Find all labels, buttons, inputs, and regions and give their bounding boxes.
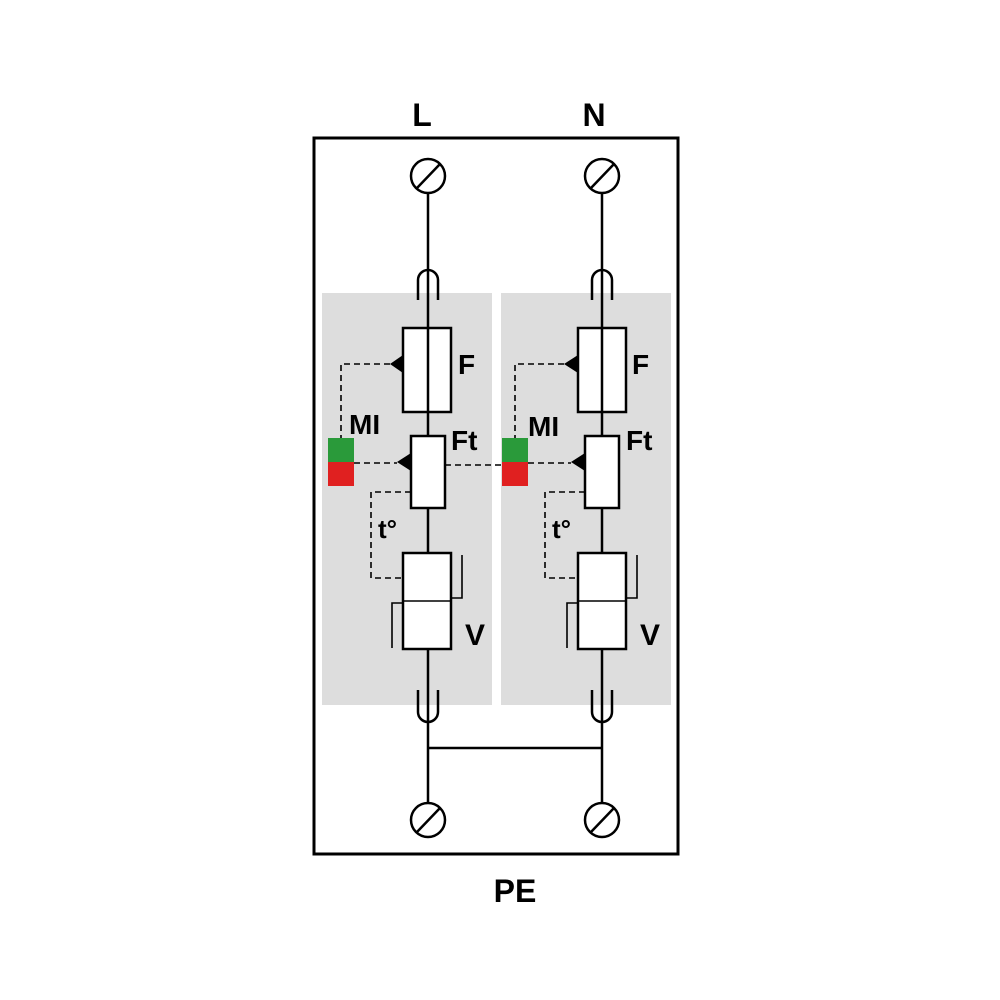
module-right: F MI Ft t° V xyxy=(502,157,660,839)
fuse-trip-marker-right xyxy=(564,355,578,373)
plug-contact-bottom-left xyxy=(416,690,440,724)
fuse-label-left: F xyxy=(458,349,475,380)
indicator-label-left: MI xyxy=(349,409,380,440)
screw-terminal-top-left xyxy=(409,157,447,195)
terminal-label-n: N xyxy=(582,97,605,133)
fuse-trip-marker-left xyxy=(390,355,403,373)
thermal-link-left xyxy=(370,491,411,579)
thermal-label-right: t° xyxy=(552,514,571,544)
status-indicator-ok-left xyxy=(328,438,354,462)
varistor-label-left: V xyxy=(465,619,485,652)
thermal-fuse-ft-right xyxy=(583,434,621,510)
thermal-label-left: t° xyxy=(378,514,397,544)
module-left: F MI Ft t° V xyxy=(328,157,485,839)
varistor-curve-right-upper xyxy=(626,555,638,599)
terminal-label-l: L xyxy=(412,97,432,133)
status-indicator-ok-right xyxy=(502,438,528,462)
thermal-fuse-label-right: Ft xyxy=(626,425,652,456)
thermal-fuse-label-left: Ft xyxy=(451,425,477,456)
thermal-fuse-ft-left xyxy=(409,434,447,510)
varistor-label-right: V xyxy=(640,619,660,652)
indicator-label-right: MI xyxy=(528,411,559,442)
thermal-link-right xyxy=(544,491,585,579)
fuse-label-right: F xyxy=(632,349,649,380)
varistor-curve-right-lower xyxy=(566,602,578,648)
varistor-curve-left-lower xyxy=(391,602,403,648)
screw-terminal-bottom-right xyxy=(583,801,621,839)
device-enclosure xyxy=(312,136,680,856)
thermal-fuse-trip-marker-left xyxy=(397,453,411,471)
status-indicator-fault-right xyxy=(502,462,528,486)
screw-terminal-bottom-left xyxy=(409,801,447,839)
varistor-curve-left-upper xyxy=(451,555,463,599)
plug-contact-bottom-right xyxy=(590,690,614,724)
thermal-fuse-trip-marker-right xyxy=(571,453,585,471)
inter-module-indicator-link xyxy=(354,462,571,466)
terminal-label-pe: PE xyxy=(494,873,537,909)
status-indicator-fault-left xyxy=(328,462,354,486)
screw-terminal-top-right xyxy=(583,157,621,195)
